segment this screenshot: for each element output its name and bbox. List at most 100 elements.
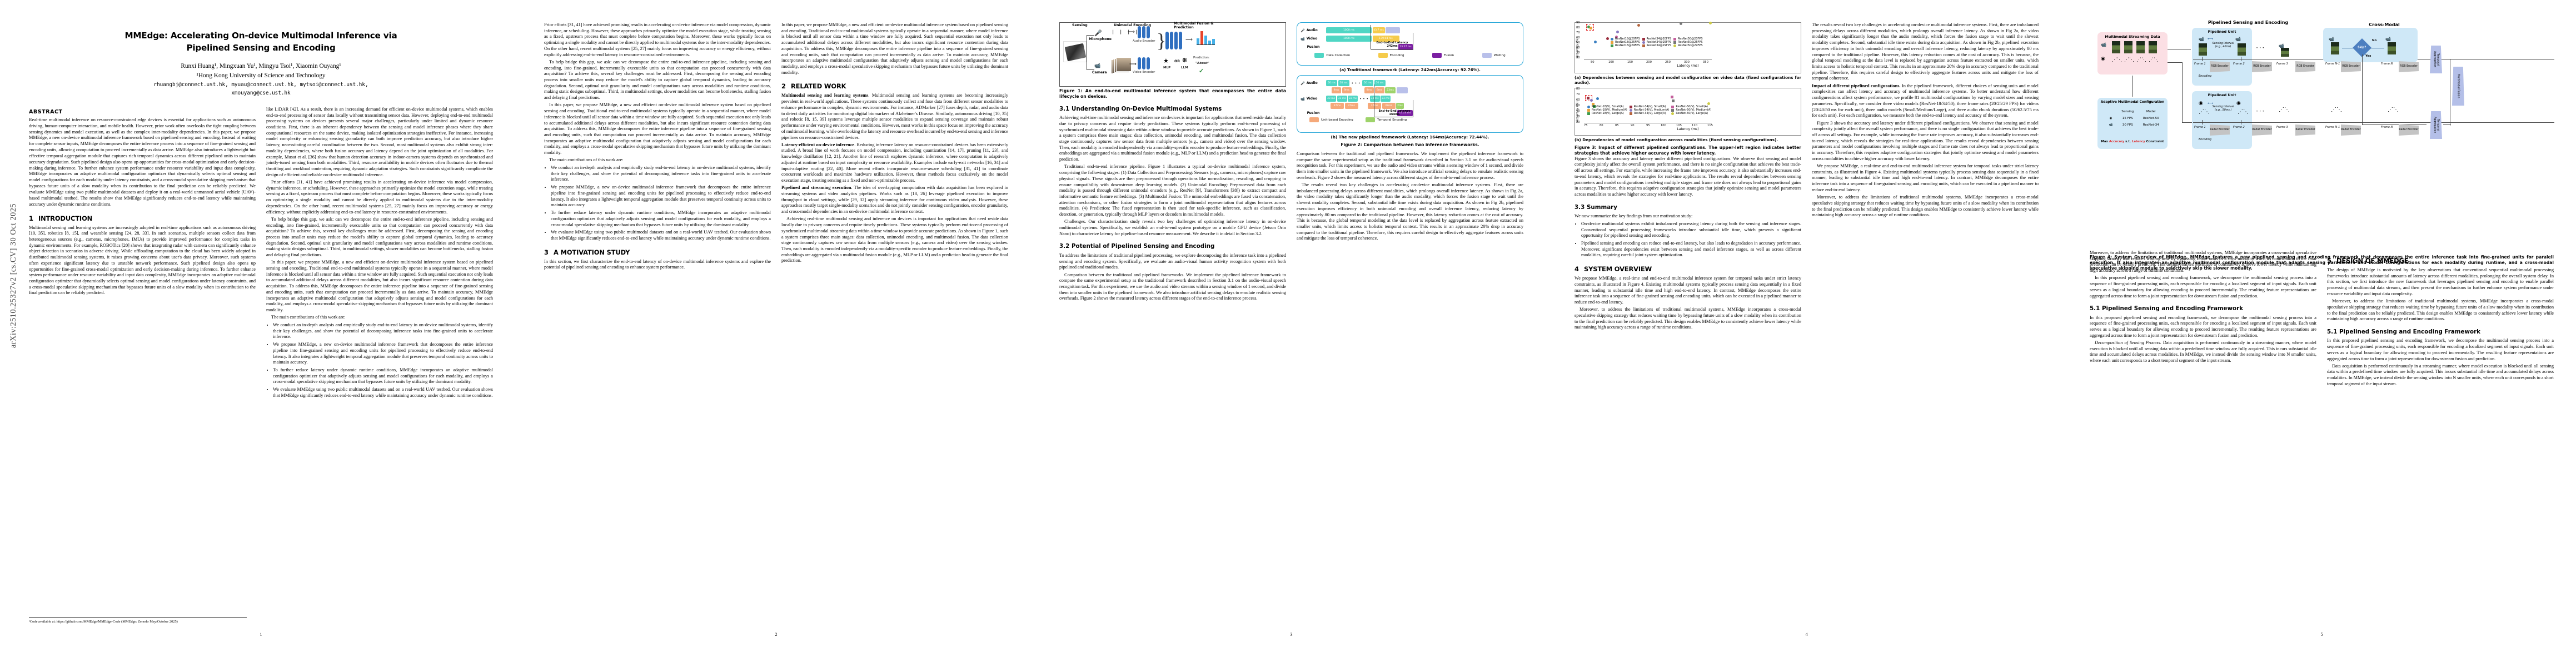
col-header-sensing: Sensing — [2121, 110, 2134, 113]
figure4-title-pipelined: Pipelined Sensing and Encoding — [2208, 20, 2289, 25]
list-item: We evaluate MMEdge using two public mult… — [551, 230, 771, 241]
paragraph: In this paper, we propose MMEdge, a new … — [266, 260, 493, 313]
arrow-both-icon: ⟷ — [2208, 37, 2214, 41]
skip-no-label: No — [2372, 39, 2377, 42]
figure1-label-camera: Camera — [1092, 71, 1107, 74]
page-5[interactable]: Pipelined Sensing and Encoding Cross-Mod… — [2061, 0, 2576, 667]
page-2[interactable]: Prior efforts [31, 41] have achieved pro… — [515, 0, 1030, 667]
frame-label: Frame 2 — [2233, 126, 2245, 129]
video-encoder-graphic — [1138, 57, 1150, 69]
connector-line — [2168, 62, 2182, 63]
figure-3a-subcaption: (a) Dependencies between sensing and mod… — [1575, 75, 1801, 85]
paragraph: Decomposition of Sensing Process. Data a… — [2090, 340, 2316, 364]
streaming-panel-label: Multimodal Streaming Data — [2105, 34, 2160, 39]
title-line-1: MMEdge: Accelerating On-device Multimoda… — [124, 31, 397, 41]
subsection-title: Summary — [1587, 203, 1617, 211]
config-table: Sensing Model ◉ 15 FPS ResNet-50 📹 30 FP… — [2104, 108, 2164, 129]
arrow-right-icon: ⟶ — [1129, 61, 1137, 67]
radar-icon: ◉ — [2199, 100, 2203, 106]
camera-icon: 📹 — [1094, 63, 1101, 68]
paragraph: The results reveal two key challenges in… — [1297, 182, 1523, 241]
check-icon: ✓ — [1199, 68, 1204, 74]
page2-column-left: Prior efforts [31, 41] have achieved pro… — [544, 22, 771, 634]
chart-3b-legend: ResNet-18(V), Small(A) ResNet-34(V), Sma… — [1587, 105, 1711, 115]
paragraph: Challenges. Our characterization study r… — [1059, 219, 1286, 236]
unit-video-enc: 37ms — [1331, 103, 1344, 109]
legend-label: Unit-based Encoding — [1321, 118, 1353, 122]
figure-4: Pipelined Sensing and Encoding Cross-Mod… — [2090, 20, 2554, 271]
paragraph: Achieving real-time multimodal sensing a… — [1059, 115, 1286, 162]
page-3[interactable]: Sensing Unimodal Encoding Multimodal Fus… — [1030, 0, 1546, 667]
bar-video-collect: 1000 ms — [1326, 36, 1372, 42]
paragraph: Impact of different pipelined configurat… — [1812, 83, 2039, 119]
figure1-label-video-encoder: Video Encoder — [1133, 71, 1155, 74]
radar-point-cloud: ⋰⋱ — [2388, 107, 2399, 113]
radar-point-cloud: ⋰⋱ — [2331, 107, 2342, 113]
page-4[interactable]: Accuracy (%) 90 80 70 60 50 40 30 20 50 … — [1546, 0, 2061, 667]
paragraph-lead: Latency-efficient on-device inference — [781, 142, 855, 147]
figure1-label-llm: LLM — [1181, 66, 1188, 69]
subsection-number: 3.1 — [1059, 105, 1070, 112]
subsection-number: 5.1 — [2090, 305, 2100, 312]
data-point — [1593, 105, 1596, 108]
adaptive-config-panel — [2097, 98, 2168, 149]
figure-1-graphic: Sensing Unimodal Encoding Multimodal Fus… — [1059, 22, 1286, 87]
figure1-prediction-value: "About" — [1195, 62, 1209, 65]
unit-video-temporal: 2ms — [1396, 103, 1404, 109]
page-title: MMEdge: Accelerating On-device Multimoda… — [37, 30, 485, 54]
prediction-bar-chart — [1197, 31, 1215, 45]
chart-3a-xlabel: Latency (ms) — [1677, 64, 1699, 68]
page3-column-left: Sensing Unimodal Encoding Multimodal Fus… — [1059, 22, 1286, 634]
paragraph: The main contributions of this work are: — [549, 157, 624, 163]
cell-sensing: 30 FPS — [2122, 123, 2133, 127]
bar-video-encode: 179.94 ms — [1372, 36, 1399, 42]
camera-icon: 📹 — [2279, 43, 2284, 48]
section-number: 3 — [544, 248, 549, 256]
frame-label: Frame N — [2381, 62, 2393, 66]
cell-model: ResNet-50 — [2142, 117, 2159, 120]
list-item: We propose MMEdge, a new on-device multi… — [551, 185, 771, 208]
summary-list: On-device multimodal systems exhibit imb… — [1575, 221, 1801, 258]
data-point — [1587, 26, 1590, 28]
legend-item: Temporal Encoding — [1365, 117, 1407, 122]
legend-item: Waiting — [1482, 53, 1506, 58]
figure-4-caption: Figure 4: System Overview of MMEdge. MME… — [2090, 255, 2554, 271]
list-item: On-device multimodal systems exhibit imb… — [1581, 221, 1801, 239]
camera-icon: 📹 — [1301, 97, 1305, 101]
figure-1-caption: Figure 1: An end-to-end multimodal infer… — [1059, 88, 1286, 99]
data-point — [1590, 99, 1593, 102]
unit-audio-enc: 9ms — [1342, 87, 1352, 93]
unit-audio-temporal: 23ms — [1385, 87, 1396, 93]
legend-item: ResNet-18(V), Large(A) — [1587, 112, 1627, 115]
rgb-encoder: RGB Encoder — [2341, 61, 2361, 72]
microphone-icon: 🎤 — [1301, 81, 1305, 86]
paragraph: Multimodal sensing and learning systems.… — [781, 93, 1008, 141]
figure-1: Sensing Unimodal Encoding Multimodal Fus… — [1059, 22, 1286, 99]
cell-sensing: 15 FPS — [2122, 117, 2133, 120]
legend-item: ResNet34@20FPS — [1642, 37, 1671, 41]
figure-2a-legend: Data Collection Encoding Fusion Waiting — [1301, 53, 1519, 58]
list-item: We conduct an in-depth analysis and empi… — [551, 165, 771, 183]
pipelined-unit-label: Pipelined Unit — [2208, 29, 2236, 34]
subsection-title: Pipelined Sensing and Encoding Framework — [2102, 305, 2244, 312]
paragraph: In this proposed pipelined sensing and e… — [2327, 338, 2554, 361]
subsection-number: 3.2 — [1059, 243, 1070, 250]
page-1[interactable]: arXiv:2510.25327v2 [cs.CV] 30 Oct 2025 M… — [0, 0, 515, 667]
figure-2a-graphic: 🎤 Audio 1000 ms 43.7 ms 📹 Video — [1297, 22, 1523, 66]
page5-column-left: Moreover, to address the limitations of … — [2090, 250, 2316, 611]
page-number: 4 — [1805, 632, 1808, 637]
section-title: RELATED WORK — [791, 82, 846, 91]
bar-audio-collect: 1000 ms — [1326, 27, 1372, 33]
radar-icon: ◉ — [2236, 100, 2241, 106]
figure-2a-subcaption: (a) Traditional framework (Latency: 242m… — [1339, 67, 1481, 72]
paragraph: Comparison between the traditional and p… — [1297, 151, 1523, 180]
unit-audio-enc: 9ms — [1364, 87, 1374, 93]
chart-3b-highlight-box — [1585, 95, 1592, 101]
paragraph: We propose MMEdge, a real-time and end-t… — [1575, 276, 1801, 305]
